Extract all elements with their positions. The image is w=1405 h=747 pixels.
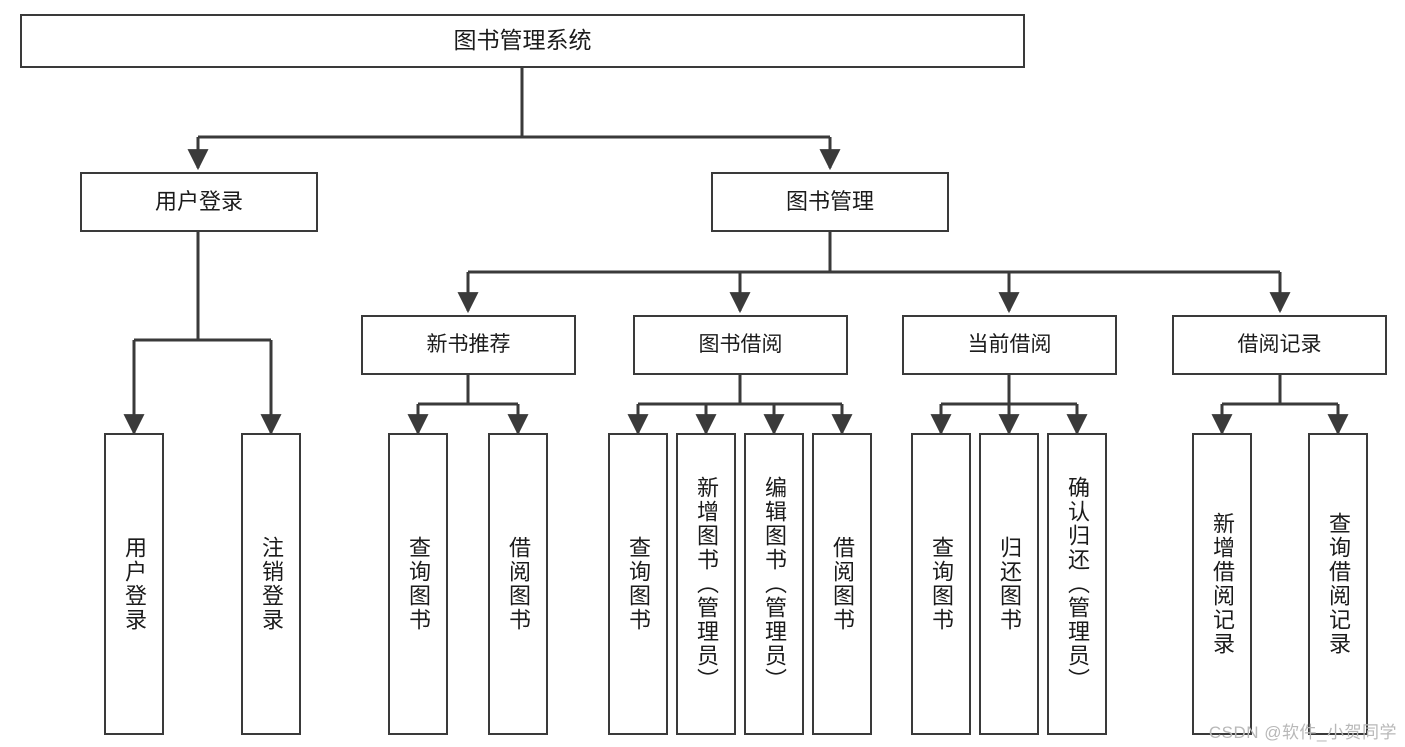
node-user-login-label: 用户登录 [154,189,243,215]
leaf-new-book-2-label: 借阅图书 [505,536,531,632]
leaf-borrow-record-2[interactable]: 查询借阅记录 [1308,433,1368,735]
node-new-book-label: 新书推荐 [426,332,511,356]
leaf-borrow-record-1-label: 新增借阅记录 [1209,512,1235,656]
leaf-current-borrow-2[interactable]: 归还图书 [979,433,1039,735]
leaf-current-borrow-1[interactable]: 查询图书 [911,433,971,735]
leaf-user-login-2[interactable]: 注销登录 [241,433,301,735]
leaf-user-login-1[interactable]: 用户登录 [104,433,164,735]
node-user-login[interactable]: 用户登录 [80,172,318,232]
leaf-book-borrow-3-label: 编辑图书（管理员） [761,476,787,692]
leaf-book-borrow-4[interactable]: 借阅图书 [812,433,872,735]
leaf-borrow-record-2-label: 查询借阅记录 [1325,512,1351,656]
node-book-manage[interactable]: 图书管理 [711,172,949,232]
node-book-borrow[interactable]: 图书借阅 [633,315,848,375]
leaf-book-borrow-2[interactable]: 新增图书（管理员） [676,433,736,735]
node-current-borrow-label: 当前借阅 [967,332,1052,356]
node-book-manage-label: 图书管理 [785,189,874,215]
watermark: CSDN @软件_小贺同学 [1208,723,1397,742]
leaf-book-borrow-1-label: 查询图书 [625,536,651,632]
leaf-book-borrow-2-label: 新增图书（管理员） [693,476,719,692]
leaf-new-book-1-label: 查询图书 [405,536,431,632]
node-root-label: 图书管理系统 [453,27,592,54]
leaf-borrow-record-1[interactable]: 新增借阅记录 [1192,433,1252,735]
leaf-current-borrow-2-label: 归还图书 [996,536,1022,632]
node-book-borrow-label: 图书借阅 [698,332,783,356]
leaf-new-book-2[interactable]: 借阅图书 [488,433,548,735]
leaf-current-borrow-1-label: 查询图书 [928,536,954,632]
node-borrow-record-label: 借阅记录 [1237,332,1322,356]
leaf-current-borrow-3-label: 确认归还（管理员） [1064,476,1090,692]
leaf-new-book-1[interactable]: 查询图书 [388,433,448,735]
leaf-current-borrow-3[interactable]: 确认归还（管理员） [1047,433,1107,735]
leaf-user-login-2-label: 注销登录 [258,536,284,632]
node-borrow-record[interactable]: 借阅记录 [1172,315,1387,375]
leaf-book-borrow-1[interactable]: 查询图书 [608,433,668,735]
node-root[interactable]: 图书管理系统 [20,14,1025,68]
leaf-user-login-1-label: 用户登录 [121,536,147,632]
node-new-book[interactable]: 新书推荐 [361,315,576,375]
node-current-borrow[interactable]: 当前借阅 [902,315,1117,375]
leaf-book-borrow-4-label: 借阅图书 [829,536,855,632]
leaf-book-borrow-3[interactable]: 编辑图书（管理员） [744,433,804,735]
